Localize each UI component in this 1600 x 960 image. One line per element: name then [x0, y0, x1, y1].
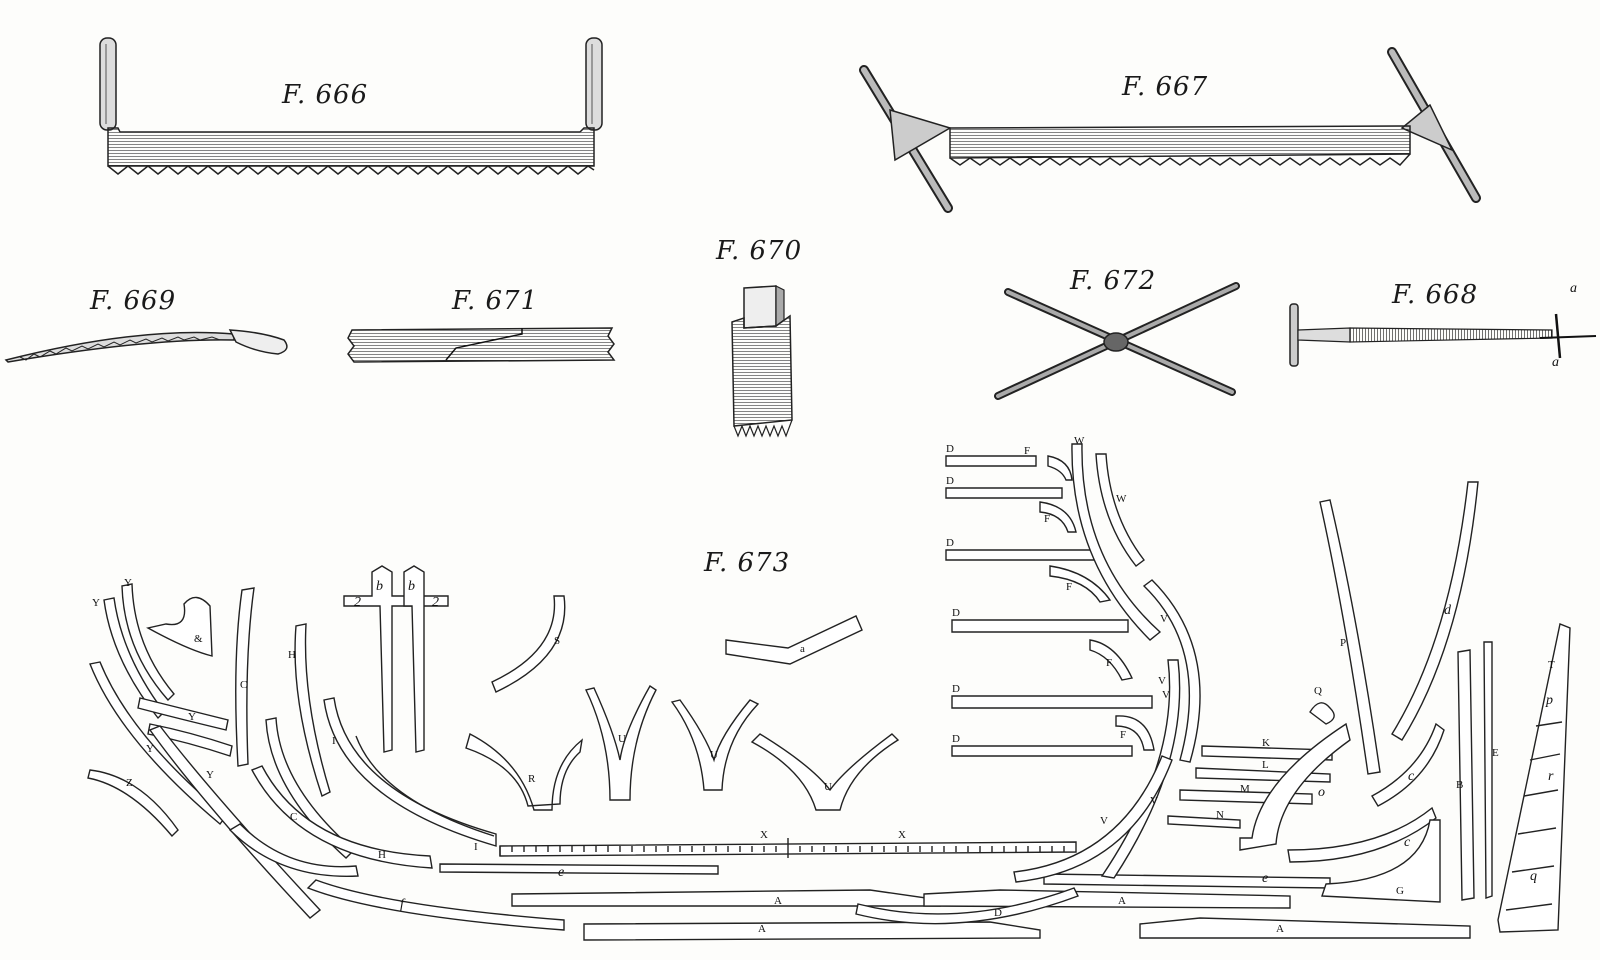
letter-c: C — [290, 811, 298, 823]
letter-d: D — [994, 907, 1002, 919]
letter-2: 2 — [432, 595, 439, 610]
letter-h: H — [378, 849, 386, 861]
letter-u: U — [824, 781, 832, 793]
letter-x: X — [760, 829, 768, 841]
letter-b: b — [408, 579, 415, 594]
letter-y: Y — [124, 577, 132, 589]
letter-k: K — [1262, 737, 1270, 749]
letter-u: U — [710, 749, 718, 761]
letter-y: Y — [146, 743, 154, 755]
saw-667-drawing — [859, 47, 1481, 213]
fig-671-label: F. 671 — [452, 286, 539, 316]
letter-n: N — [1216, 809, 1224, 821]
saw-669-drawing — [4, 329, 288, 363]
letter-i: I — [474, 841, 478, 853]
letter-v: V — [1158, 675, 1166, 687]
letter-h: H — [288, 649, 296, 661]
letter-y: Y — [206, 769, 214, 781]
letter-z: Z — [126, 777, 133, 789]
letter-b: b — [376, 579, 383, 594]
block-670-drawing — [731, 285, 793, 438]
letter-b-post: B — [1456, 779, 1464, 791]
letter-c-small: c — [1408, 769, 1415, 784]
fig-673-label: F. 673 — [704, 548, 791, 578]
letter-a: a — [800, 643, 805, 655]
letter-f: F — [1024, 445, 1031, 457]
fig-668-label: F. 668 — [1392, 280, 1479, 310]
letter-g: G — [1396, 885, 1404, 897]
letter-r: R — [528, 773, 536, 785]
letter-2: 2 — [354, 595, 361, 610]
letter-e: e — [1262, 871, 1269, 886]
fig-672-label: F. 672 — [1070, 266, 1157, 296]
letter-w: W — [1116, 493, 1127, 505]
letter-q-small: q — [1530, 869, 1537, 884]
letter-f: F — [1120, 729, 1127, 741]
saw-668-drawing — [1289, 303, 1597, 367]
letter-c-small: c — [1404, 835, 1411, 850]
letter-y: Y — [92, 597, 100, 609]
letter-y: Y — [188, 711, 196, 723]
letter-a-plank: A — [1118, 895, 1126, 907]
letter-d: D — [952, 607, 960, 619]
letter-d: D — [952, 683, 960, 695]
board-671-drawing — [347, 327, 616, 363]
fig-669-label: F. 669 — [90, 286, 177, 316]
letter-d-small: d — [1444, 603, 1451, 618]
letter-f: F — [1106, 657, 1113, 669]
ship-timbers-673-drawing — [87, 443, 1571, 941]
letter-f: f — [400, 897, 404, 912]
letter-e: e — [558, 865, 565, 880]
letter-m: M — [1240, 783, 1250, 795]
letter-d: D — [946, 537, 954, 549]
letter-o: o — [1318, 785, 1325, 800]
letter-e-post: E — [1492, 747, 1499, 759]
letter-x: X — [898, 829, 906, 841]
letter-ampersand: & — [194, 633, 203, 645]
cross-672-drawing — [994, 282, 1240, 400]
letter-u: U — [618, 733, 626, 745]
letter-t: T — [1548, 659, 1555, 671]
letter-d: D — [946, 475, 954, 487]
letter-f: F — [1044, 513, 1051, 525]
letter-f: F — [1066, 581, 1073, 593]
letter-q: Q — [1314, 685, 1322, 697]
letter-v: V — [1150, 795, 1158, 807]
letter-v: V — [1162, 689, 1170, 701]
letter-a-plank: A — [774, 895, 782, 907]
saw-666-drawing — [99, 37, 603, 175]
fig-667-label: F. 667 — [1122, 72, 1209, 102]
letter-a-plank: A — [758, 923, 766, 935]
letter-s: S — [554, 635, 561, 647]
fig-670-label: F. 670 — [716, 236, 803, 266]
letter-a-top: a — [1570, 281, 1577, 296]
letter-r-small: r — [1548, 769, 1554, 784]
letter-v: V — [1160, 613, 1168, 625]
letter-v: V — [1100, 815, 1108, 827]
letter-a-bottom: a — [1552, 355, 1559, 370]
letter-p-small: p — [1546, 693, 1553, 708]
letter-i: I — [332, 735, 336, 747]
letter-p: P — [1340, 637, 1347, 649]
letter-c: C — [240, 679, 248, 691]
letter-d: D — [952, 733, 960, 745]
letter-l: L — [1262, 759, 1269, 771]
letter-w: W — [1074, 435, 1085, 447]
fig-666-label: F. 666 — [282, 80, 369, 110]
letter-a-plank: A — [1276, 923, 1284, 935]
letter-d: D — [946, 443, 954, 455]
